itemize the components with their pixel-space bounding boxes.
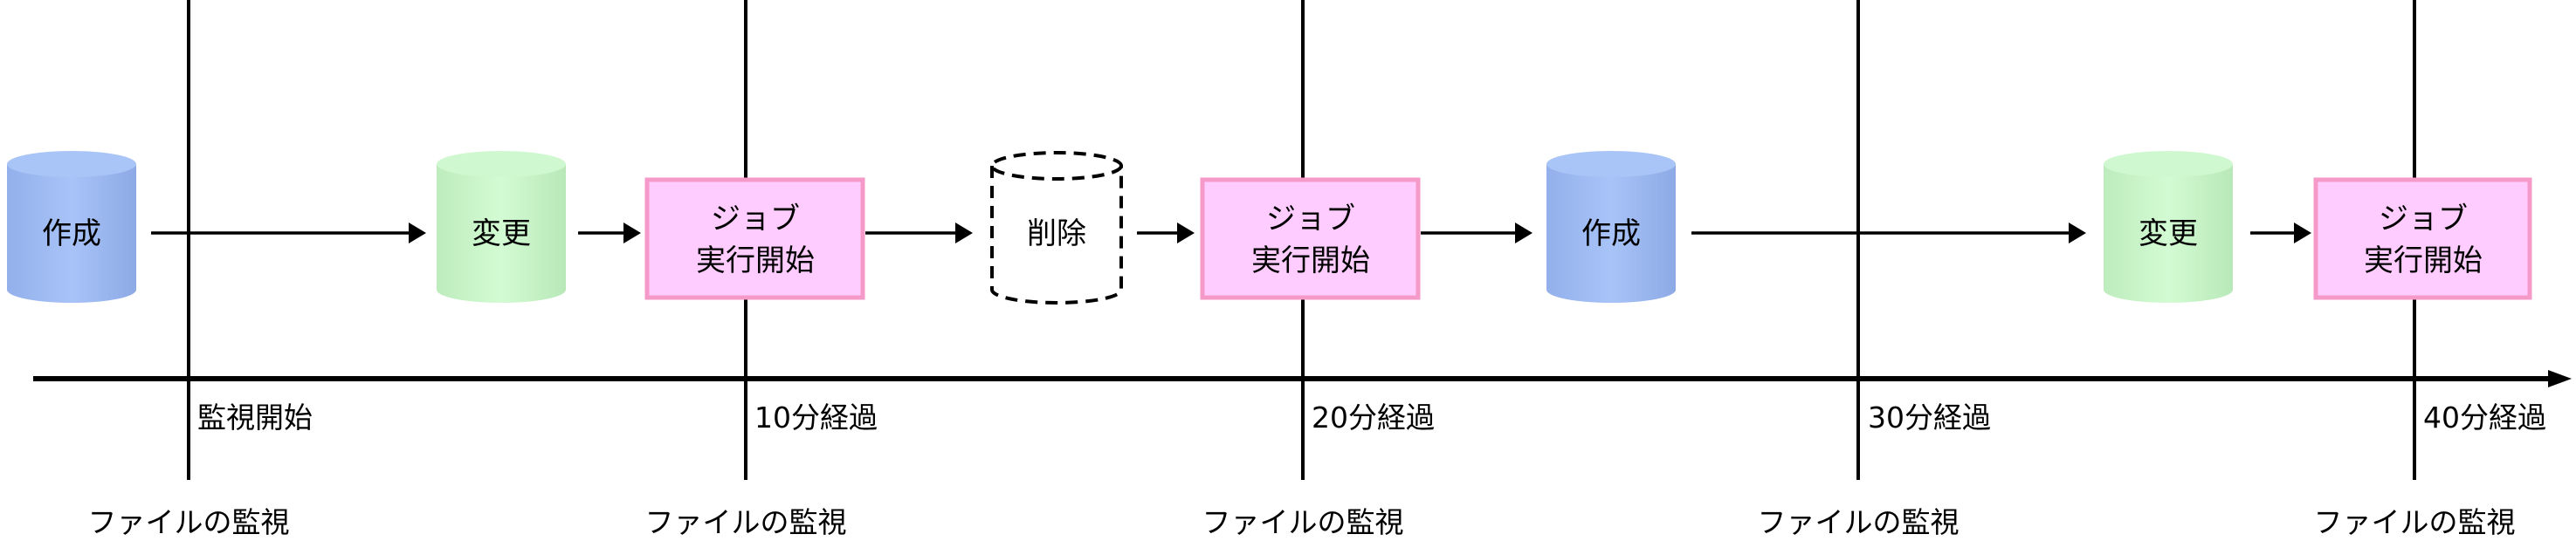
file-create-cylinder: 作成: [7, 151, 136, 303]
arrowhead-icon: [409, 223, 426, 243]
check-label: ファイルの監視: [645, 505, 847, 539]
tick-label: 10分経過: [754, 401, 878, 435]
tick-label: 20分経過: [1312, 401, 1435, 435]
create-label: 作成: [1581, 216, 1641, 251]
check-label: ファイルの監視: [2314, 505, 2516, 539]
job-start-box: ジョブ 実行開始: [1200, 177, 1421, 300]
job-start-box: ジョブ 実行開始: [2313, 177, 2532, 300]
check-label: ファイルの監視: [88, 505, 290, 539]
tick-labels: 監視開始 10分経過 20分経過 30分経過 40分経過: [197, 401, 2546, 435]
job-label-line2: 実行開始: [2364, 243, 2483, 278]
arrowhead-icon: [955, 223, 973, 243]
arrowhead-icon: [2069, 223, 2086, 243]
arrowhead-icon: [623, 223, 641, 243]
file-change-cylinder: 変更: [437, 151, 566, 303]
arrowhead-icon: [1515, 223, 1533, 243]
job-start-box: ジョブ 実行開始: [644, 177, 865, 300]
create-label: 作成: [42, 216, 101, 251]
tick-label: 40分経過: [2423, 401, 2546, 435]
check-label: ファイルの監視: [1758, 505, 1960, 539]
arrowhead-icon: [1177, 223, 1195, 243]
file-create-cylinder: 作成: [1546, 151, 1676, 303]
tick-label: 監視開始: [197, 401, 313, 435]
arrowheads: [409, 223, 2311, 243]
job-label-line2: 実行開始: [1251, 243, 1370, 278]
arrowhead-icon: [2294, 223, 2311, 243]
job-label-line1: ジョブ: [2379, 202, 2468, 236]
check-labels: ファイルの監視 ファイルの監視 ファイルの監視 ファイルの監視 ファイルの監視: [88, 505, 2516, 539]
tick-label: 30分経過: [1868, 401, 1991, 435]
file-change-cylinder: 変更: [2104, 151, 2233, 303]
check-label: ファイルの監視: [1202, 505, 1404, 539]
axis-arrowhead-icon: [2548, 370, 2572, 387]
change-label: 変更: [2139, 216, 2198, 251]
time-axis: [33, 370, 2572, 387]
job-label-line2: 実行開始: [696, 243, 815, 278]
job-label-line1: ジョブ: [711, 202, 800, 236]
file-delete-cylinder: [990, 151, 1123, 305]
change-label: 変更: [472, 216, 531, 251]
job-label-line1: ジョブ: [1266, 202, 1355, 236]
delete-label: 削除: [1027, 216, 1086, 251]
